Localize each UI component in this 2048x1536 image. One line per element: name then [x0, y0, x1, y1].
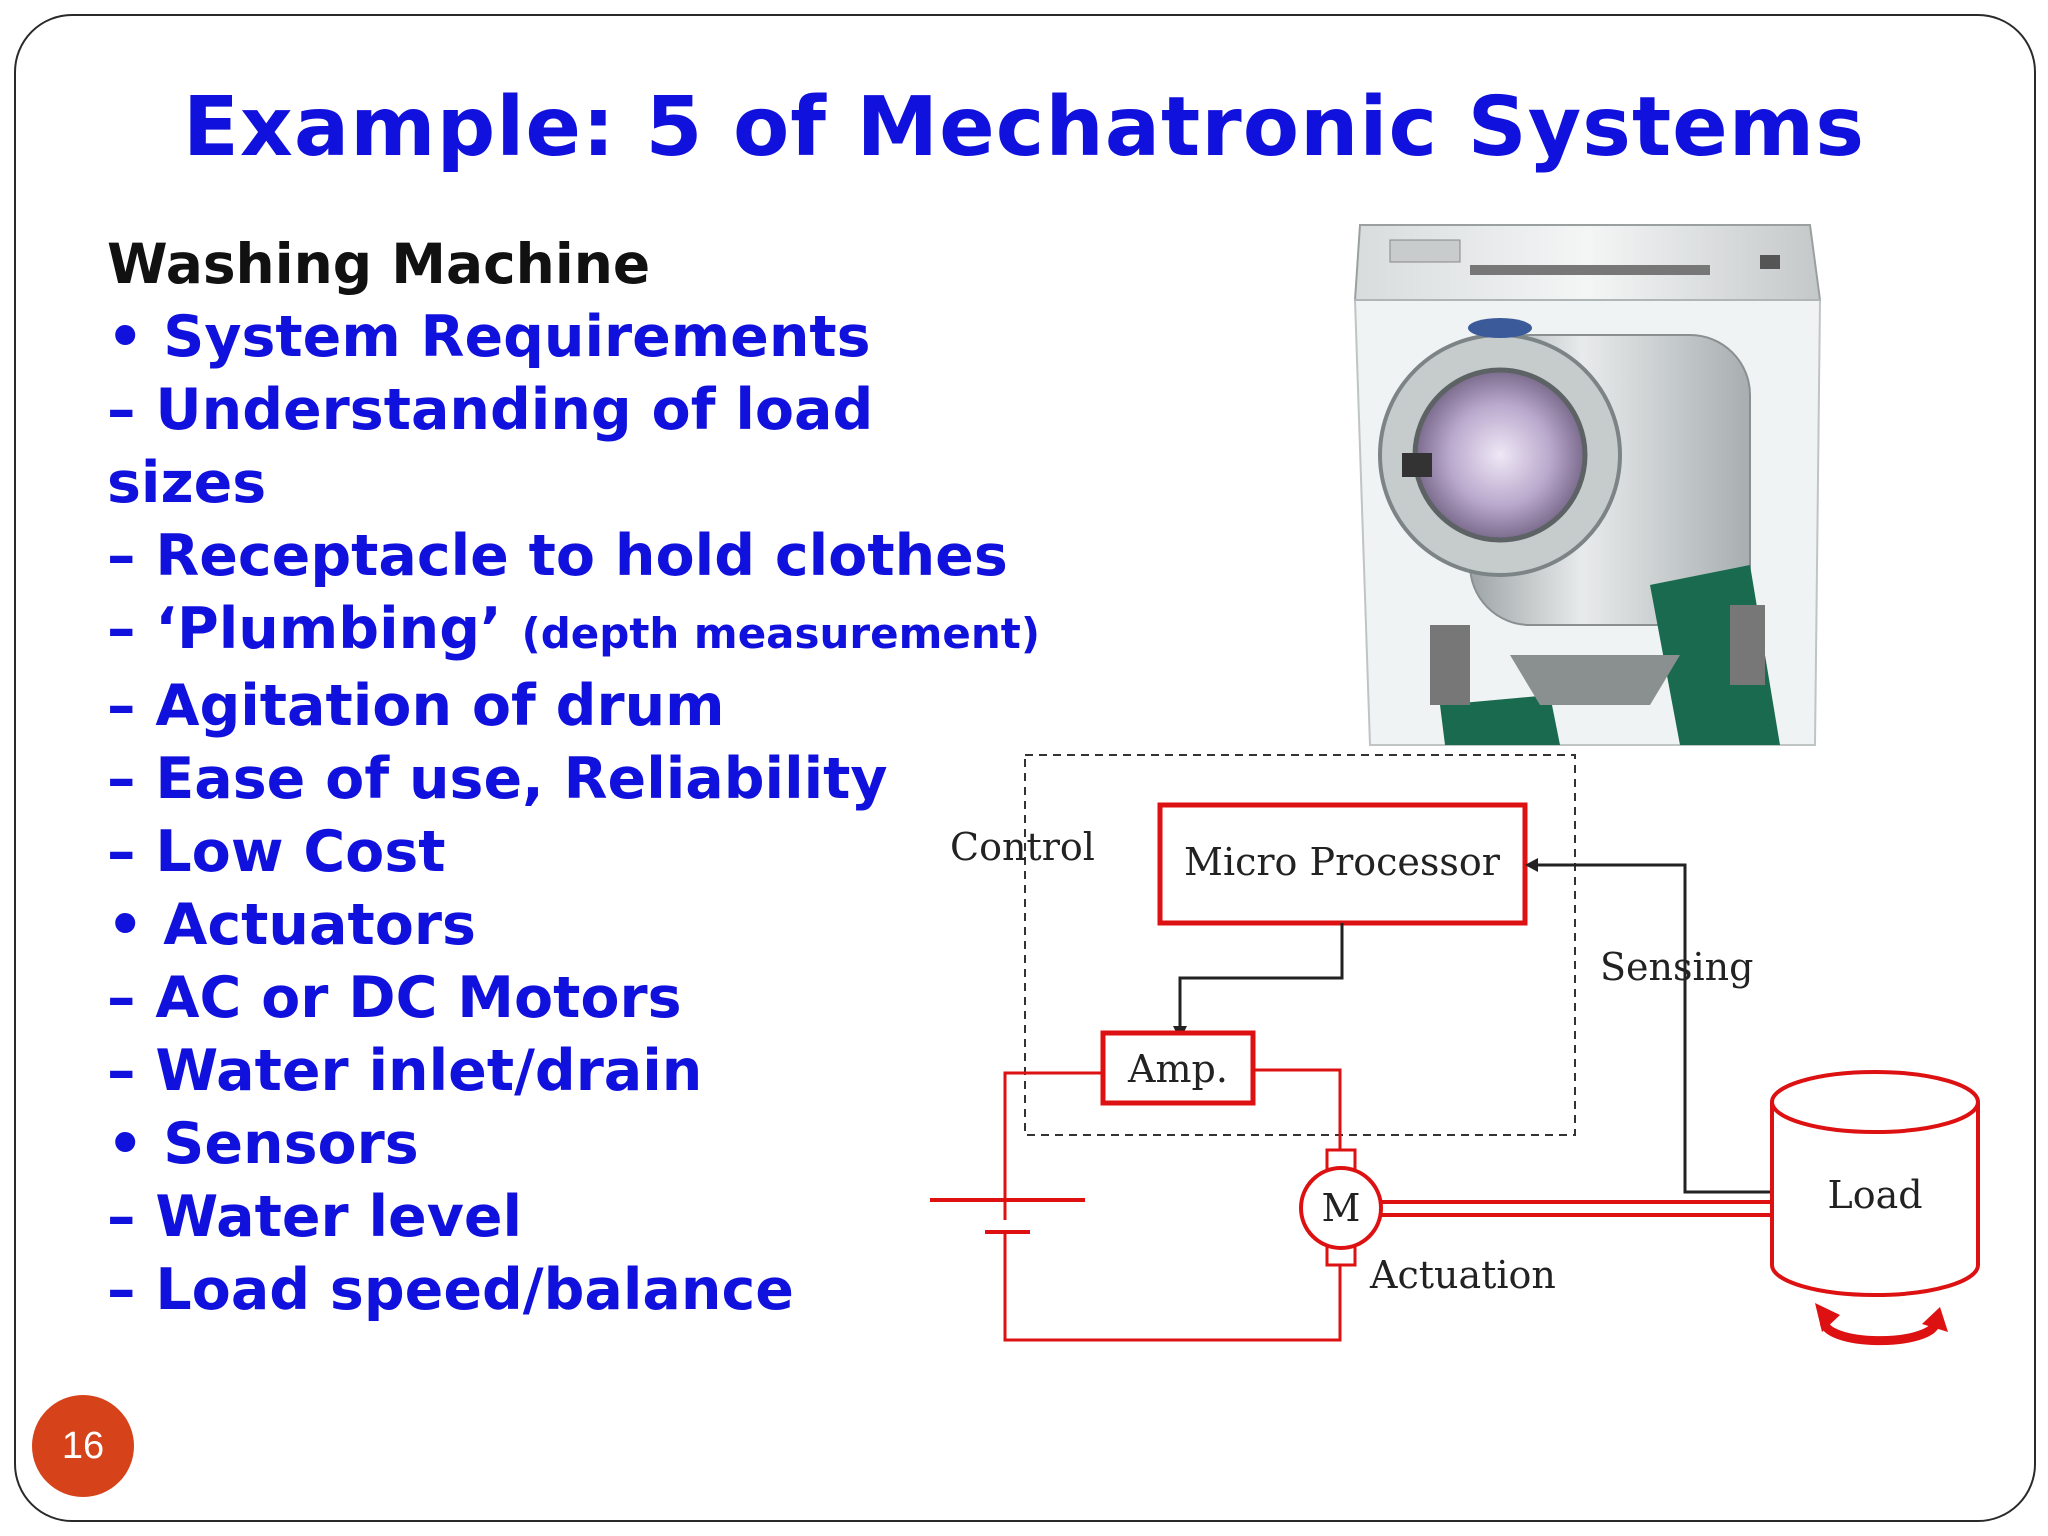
list-item-plumbing: – ‘Plumbing’ (depth measurement)	[107, 593, 1107, 670]
content-list: Washing Machine • System Requirements – …	[107, 228, 1107, 1327]
load-drum	[1770, 1102, 1980, 1297]
list-item-receptacle: – Receptacle to hold clothes	[107, 523, 1008, 589]
microprocessor-box	[1157, 802, 1528, 926]
plumbing-note: (depth measurement)	[521, 609, 1041, 658]
plumbing-text: – ‘Plumbing’	[107, 596, 522, 662]
list-item-load-sizes: – Understanding of load sizes	[107, 377, 874, 516]
list-item-water-inlet: – Water inlet/drain	[107, 1038, 703, 1104]
sensing-label: Sensing	[1600, 945, 1753, 989]
motor-circle	[1299, 1166, 1383, 1250]
bullet-sensors: • Sensors	[107, 1111, 419, 1177]
bullet-actuators: • Actuators	[107, 892, 476, 958]
control-diagram: Control Micro Processor Sensing Amp. M A…	[930, 754, 1980, 1346]
control-label: Control	[950, 825, 1095, 869]
list-item-ease-of-use: – Ease of use, Reliability	[107, 746, 888, 812]
list-item-low-cost: – Low Cost	[107, 819, 446, 885]
rotation-arrow-icon	[1820, 1318, 1940, 1346]
list-heading: Washing Machine	[107, 232, 651, 296]
page-number-badge: 16	[32, 1395, 134, 1497]
control-boundary	[1024, 754, 1576, 1136]
microprocessor-label: Micro Processor	[1184, 840, 1501, 884]
load-label: Load	[1827, 1173, 1922, 1217]
amp-box	[1100, 1030, 1256, 1106]
washing-machine-image	[1353, 224, 1822, 746]
arrow-to-mp-icon	[1525, 858, 1538, 872]
list-item-water-level: – Water level	[107, 1184, 523, 1250]
slide-title: Example: 5 of Mechatronic Systems	[182, 80, 1866, 175]
actuation-label: Actuation	[1369, 1253, 1556, 1297]
amp-label: Amp.	[1127, 1047, 1228, 1091]
list-item-agitation: – Agitation of drum	[107, 673, 725, 739]
motor-label: M	[1322, 1186, 1361, 1230]
list-item-load-speed: – Load speed/balance	[107, 1257, 794, 1323]
list-item-motors: – AC or DC Motors	[107, 965, 682, 1031]
bullet-system-requirements: • System Requirements	[107, 304, 871, 370]
